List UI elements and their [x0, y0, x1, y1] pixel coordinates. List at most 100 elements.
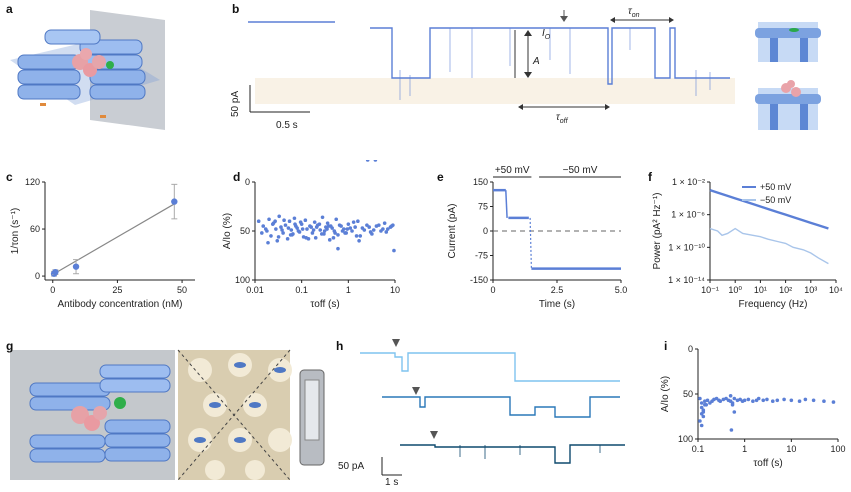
panel-label: d	[233, 170, 241, 184]
x-tick-label: 0.01	[246, 285, 264, 295]
data-point	[325, 227, 329, 231]
data-point	[322, 229, 327, 233]
x-tick-label: 10	[786, 444, 796, 454]
data-point	[701, 408, 706, 412]
data-point	[371, 228, 376, 232]
panel-label: i	[664, 339, 668, 353]
legend-label: −50 mV	[760, 195, 791, 205]
data-point	[365, 158, 370, 162]
data-point	[304, 236, 308, 240]
y-axis-label: A/Io (%)	[222, 213, 233, 249]
y-tick-label: 50	[240, 226, 250, 236]
data-point	[269, 234, 273, 238]
data-point	[312, 220, 317, 224]
panel-label: a	[6, 2, 13, 16]
data-point	[343, 231, 347, 235]
data-point	[742, 398, 747, 403]
panel-label: f	[648, 170, 652, 184]
data-point	[346, 222, 351, 226]
data-point	[703, 403, 707, 407]
y-tick-label: 50	[683, 389, 693, 399]
data-point	[730, 403, 735, 407]
data-point	[699, 401, 704, 405]
segment-label: +50 mV	[495, 165, 530, 176]
data-point	[305, 227, 309, 231]
data-point	[287, 219, 292, 223]
data-point	[283, 223, 288, 227]
y-tick-label: 0	[245, 177, 250, 187]
data-point	[270, 222, 275, 226]
data-point	[310, 231, 315, 235]
data-point	[72, 263, 80, 270]
y-tick-label: 1 × 10⁻¹⁰	[668, 242, 705, 252]
data-point	[333, 231, 337, 235]
data-point	[357, 239, 361, 243]
data-point	[303, 218, 308, 223]
y-tick-label: 60	[30, 224, 40, 234]
data-point	[729, 428, 734, 432]
x-axis-label: Antibody concentration (nM)	[57, 299, 182, 310]
current-trace: IO A τon τoff 50 pA 0.5 s	[230, 6, 821, 131]
data-point	[803, 397, 808, 402]
x-tick-label: 10³	[804, 285, 817, 295]
panel-label: c	[6, 170, 13, 184]
psd-series	[709, 227, 829, 265]
data-point	[345, 227, 350, 231]
data-point	[326, 224, 331, 228]
data-point	[256, 219, 261, 223]
data-point	[770, 399, 775, 403]
trace-step	[505, 190, 508, 218]
data-point	[327, 238, 332, 242]
io-annotation: IO	[542, 28, 551, 41]
data-point	[382, 221, 387, 225]
data-point	[358, 234, 363, 238]
data-point	[274, 227, 278, 231]
scale-time-label: 0.5 s	[276, 120, 298, 131]
data-point	[377, 223, 381, 227]
y-tick-label: 100	[235, 275, 250, 285]
data-point	[698, 396, 702, 401]
x-tick-label: 1	[742, 444, 747, 454]
x-tick-label: 10⁴	[829, 285, 843, 295]
y-tick-label: 0	[483, 226, 488, 236]
x-tick-label: 0	[50, 285, 55, 295]
x-axis-label: τoff (s)	[310, 299, 339, 310]
data-point	[276, 235, 281, 239]
x-tick-label: 10²	[779, 285, 792, 295]
data-point	[351, 220, 356, 224]
y-tick-label: 100	[678, 434, 693, 444]
data-point	[298, 220, 303, 224]
panel-label: h	[336, 339, 344, 353]
data-point	[765, 397, 769, 402]
psd-series	[709, 189, 829, 230]
data-point	[286, 226, 291, 230]
data-point	[288, 233, 293, 237]
panel-label: g	[6, 339, 14, 353]
data-point	[746, 397, 751, 402]
x-tick-label: 0.1	[295, 285, 308, 295]
panel-label: b	[232, 2, 240, 16]
data-point	[718, 399, 723, 403]
pore-empty-icon	[755, 22, 821, 62]
x-axis-label: Time (s)	[539, 299, 575, 310]
data-point	[314, 225, 319, 229]
fit-line	[52, 203, 175, 276]
y-axis-label: Power (pA² Hz⁻¹)	[652, 193, 663, 270]
data-point	[728, 394, 733, 398]
data-point	[350, 229, 354, 233]
legend-label: +50 mV	[760, 182, 791, 192]
y-axis-label: A/Io (%)	[660, 376, 671, 412]
data-point	[277, 214, 281, 219]
data-point	[756, 396, 761, 401]
x-tick-label: 50	[177, 285, 187, 295]
multi-current-traces: 50 pA 1 s	[338, 339, 625, 488]
y-tick-label: -75	[475, 251, 488, 261]
panel-b: b IO A τon	[210, 0, 850, 150]
